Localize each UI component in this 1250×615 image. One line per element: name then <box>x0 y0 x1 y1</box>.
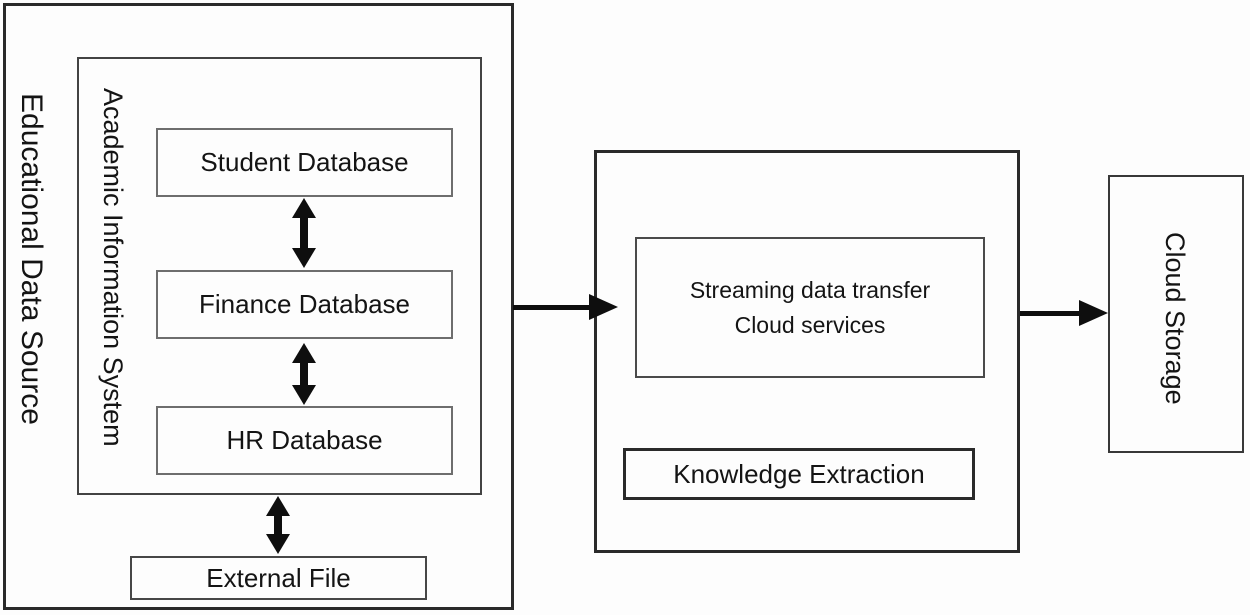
external-file-box: External File <box>130 556 427 600</box>
arrow-head-up-icon <box>266 496 290 516</box>
hr-database-box: HR Database <box>156 406 453 475</box>
arrow-head-up-icon <box>292 198 316 218</box>
external-file-label: External File <box>206 562 351 593</box>
finance-hr-bidirectional-arrow-icon <box>292 343 316 405</box>
arrow-head-right-icon <box>589 294 618 320</box>
arrow-head-up-icon <box>292 343 316 363</box>
cloud-services-to-storage-arrow-icon <box>1020 300 1108 326</box>
finance-database-box: Finance Database <box>156 270 453 339</box>
knowledge-extraction-box: Knowledge Extraction <box>623 448 975 500</box>
hr-database-label: HR Database <box>226 425 383 455</box>
system-external-file-bidirectional-arrow-icon <box>266 496 290 554</box>
arrow-shaft <box>274 516 282 534</box>
arrow-head-down-icon <box>292 248 316 268</box>
educational-data-source-label-text: Educational Data Source <box>15 93 48 425</box>
streaming-data-transfer-label: Streaming data transfer <box>689 276 931 303</box>
arrow-shaft <box>513 304 589 310</box>
student-database-box: Student Database <box>156 128 453 197</box>
cloud-storage-label: Cloud Storage <box>1159 232 1191 405</box>
knowledge-extraction-label: Knowledge Extraction <box>673 458 925 489</box>
academic-information-system-label: Academic Information System <box>97 88 129 447</box>
academic-information-system-label-text: Academic Information System <box>98 88 128 447</box>
cloud-storage-box <box>1108 175 1244 453</box>
streaming-data-transfer-box: Streaming data transfer Cloud services <box>635 237 985 378</box>
educational-data-source-label: Educational Data Source <box>13 93 49 425</box>
arrow-head-down-icon <box>292 385 316 405</box>
cloud-storage-label-text: Cloud Storage <box>1160 232 1190 405</box>
arrow-shaft <box>1020 310 1079 316</box>
arrow-head-down-icon <box>266 534 290 554</box>
arrow-shaft <box>300 363 308 385</box>
arrow-head-right-icon <box>1079 300 1108 326</box>
arrow-shaft <box>300 218 308 248</box>
student-database-label: Student Database <box>200 147 409 177</box>
source-to-cloud-services-arrow-icon <box>513 294 618 320</box>
cloud-services-label: Cloud services <box>734 311 886 338</box>
student-finance-bidirectional-arrow-icon <box>292 198 316 268</box>
finance-database-label: Finance Database <box>198 289 411 319</box>
